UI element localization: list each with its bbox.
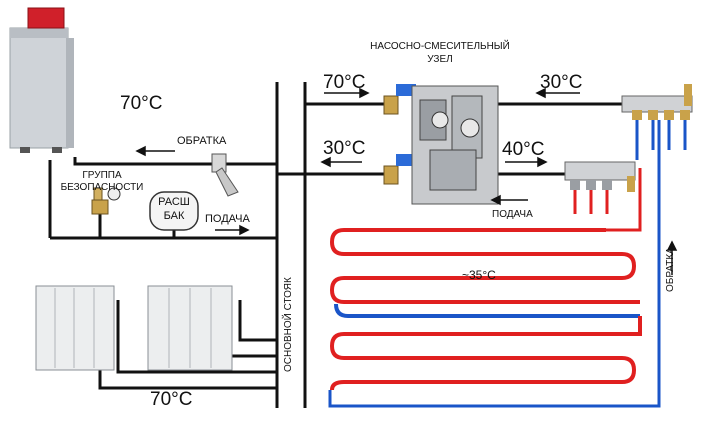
safety-group [91, 187, 121, 238]
expansion-tank [149, 191, 199, 238]
boiler [9, 7, 74, 153]
supply-temp-top: 70°C [323, 72, 366, 93]
main-pipes [48, 82, 625, 408]
floor-supply-pipes [573, 168, 642, 232]
radiator-temp: 70°C [150, 389, 193, 410]
radiator-right [147, 285, 233, 371]
filter-valve [211, 153, 239, 197]
return-temp-top: 30°C [540, 72, 583, 93]
mix-temp: 40°C [502, 139, 545, 160]
flow-arrows [135, 87, 678, 275]
mixing-unit [383, 84, 499, 205]
upper-manifold [621, 84, 693, 120]
expansion-tank-label-1: РАСШ [158, 196, 190, 208]
safety-group-label-2: БЕЗОПАСНОСТИ [60, 182, 144, 193]
floor-temp: ~35°C [462, 268, 496, 282]
underfloor-coil [329, 228, 642, 391]
radiator-left [35, 285, 115, 371]
boiler-return-label: ОБРАТКА [177, 135, 227, 147]
mixing-unit-title-2: УЗЕЛ [427, 54, 453, 65]
boiler-temp: 70°C [120, 93, 163, 114]
manifold-supply-label: ПОДАЧА [492, 209, 533, 220]
manifold-return-label: ОБРАТКА [665, 247, 676, 292]
mixing-unit-title-1: НАСОСНО-СМЕСИТЕЛЬНЫЙ [370, 41, 510, 52]
floor-return-pipes [328, 120, 687, 408]
main-riser-label: ОСНОВНОЙ СТОЯК [283, 277, 294, 372]
boiler-supply-label: ПОДАЧА [205, 213, 250, 225]
safety-group-label-1: ГРУППА [82, 170, 122, 181]
expansion-tank-label-2: БАК [163, 210, 185, 222]
return-temp-mid: 30°C [323, 138, 366, 159]
lower-manifold [564, 161, 636, 192]
